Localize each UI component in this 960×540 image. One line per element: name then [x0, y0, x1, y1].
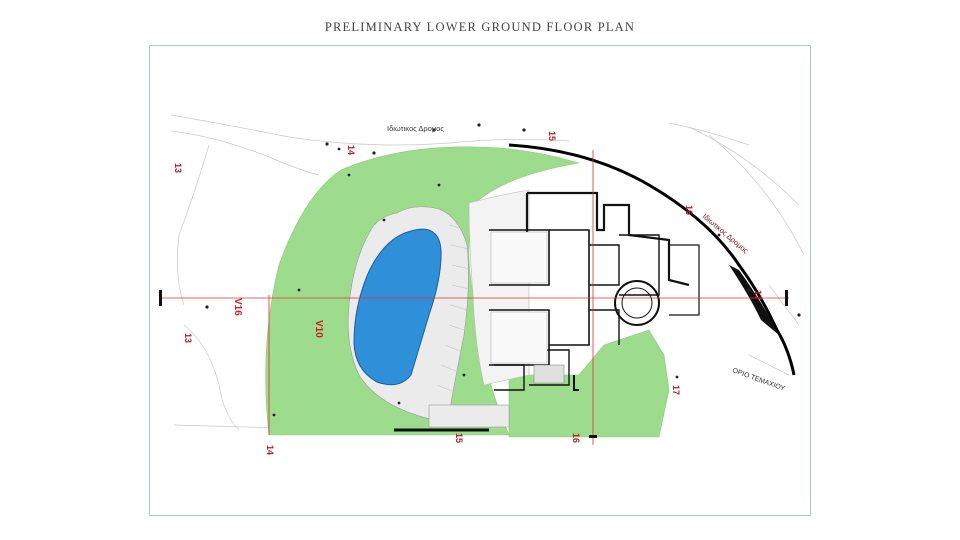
- north-road-text: Ιδιωτικος Δρομος: [387, 124, 444, 133]
- lawn-area-south: [508, 329, 670, 438]
- section-v10-label: V10: [313, 320, 324, 338]
- room-fill: [490, 231, 548, 284]
- stair: [533, 364, 565, 384]
- level-markers: [205, 123, 801, 417]
- section-v16-label: V16: [232, 298, 243, 316]
- page-title: PRELIMINARY LOWER GROUND FLOOR PLAN: [324, 20, 636, 34]
- section-lines: [161, 150, 789, 445]
- building: [489, 191, 700, 391]
- boundary-wedge: [729, 265, 779, 335]
- swimming-pool: [353, 228, 442, 386]
- gridline-14-bottom: 14: [265, 445, 275, 455]
- section-v10-text: V10: [313, 320, 324, 338]
- deck-hatch: [436, 224, 471, 392]
- gridline-14-top: 14: [346, 145, 356, 155]
- floor-plan-drawing: Ιδιωτικος Δρομος Ιδιωτικος Δρομος ΟΡΙΟ Τ…: [159, 114, 805, 455]
- room-fill: [490, 311, 548, 364]
- north-road-label: Ιδιωτικος Δρομος: [387, 124, 444, 133]
- gridline-13-top: 13: [173, 163, 183, 173]
- gridline-16-bottom: 16: [571, 433, 581, 443]
- boundary-text: ΟΡΙΟ ΤΕΜΑΧΙΟΥ: [731, 367, 786, 393]
- section-markers: [159, 290, 788, 438]
- gridline-16-top: 16: [684, 205, 694, 215]
- gridline-15-bottom: 15: [454, 433, 464, 443]
- gridline-15-top: 15: [547, 131, 557, 141]
- section-v16-text: V16: [232, 298, 243, 316]
- gridline-13-left: 13: [183, 333, 193, 343]
- gridline-17-right: 17: [753, 290, 763, 300]
- terrace: [428, 404, 510, 428]
- boundary-label: ΟΡΙΟ ΤΕΜΑΧΙΟΥ: [731, 367, 786, 393]
- gridline-17-bottom: 17: [671, 385, 681, 395]
